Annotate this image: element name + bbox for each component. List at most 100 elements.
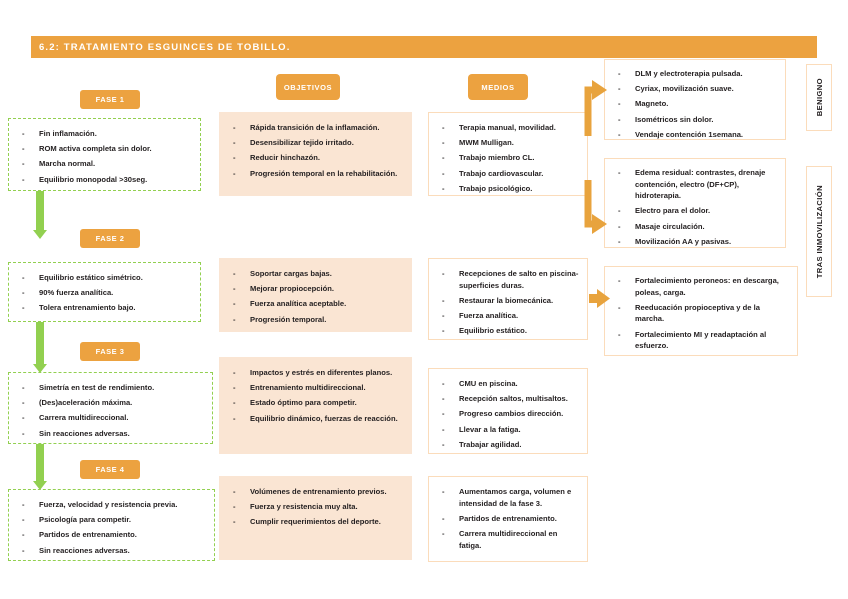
detalle-list-tras-inmovilizacion: -Edema residual: contrastes, drenaje con… bbox=[605, 167, 779, 247]
list-item-text: Equilibrio dinámico, fuerzas de reacción… bbox=[250, 413, 398, 423]
list-item-text: Simetría en test de rendimiento. bbox=[39, 383, 155, 392]
phase-pill-3[interactable]: FASE 3 bbox=[80, 342, 140, 361]
bullet-dash: - bbox=[233, 168, 236, 178]
bullet-dash: - bbox=[442, 153, 445, 163]
bullet-dash: - bbox=[22, 383, 25, 392]
list-item-text: Partidos de entrenamiento. bbox=[459, 513, 557, 523]
list-item: -Magneto. bbox=[605, 98, 779, 110]
bullet-dash: - bbox=[618, 236, 621, 246]
list-item-text: Progresión temporal en la rehabilitación… bbox=[250, 168, 398, 178]
detalle-box-benigno: - DLM y electroterapia pulsada. - Cyriax, … bbox=[604, 59, 786, 140]
bullet-dash: - bbox=[618, 302, 621, 312]
list-item: -Psicología para competir. bbox=[9, 514, 206, 526]
detalle-list-benigno: - DLM y electroterapia pulsada. - Cyriax, … bbox=[605, 68, 779, 140]
bullet-dash: - bbox=[233, 284, 236, 294]
list-item: -Desensibilizar tejido irritado. bbox=[220, 137, 403, 149]
list-item: -Partidos de entrenamiento. bbox=[9, 529, 206, 541]
column-header-medios-label: MEDIOS bbox=[481, 82, 515, 92]
bullet-dash: - bbox=[442, 183, 445, 193]
list-item: -Trabajar agilidad. bbox=[429, 439, 581, 451]
list-item-text: Cyriax, movilización suave. bbox=[635, 84, 734, 94]
list-item: - Cumplir requerimientos del deporte. bbox=[220, 516, 403, 528]
bullet-dash: - bbox=[618, 129, 621, 139]
bullet-dash: - bbox=[618, 276, 621, 285]
list-item: -Rápida transición de la inflamación. bbox=[220, 122, 403, 134]
list-item: -Fuerza analítica. bbox=[429, 310, 581, 322]
list-item-text: Reducir hinchazón. bbox=[250, 153, 321, 163]
list-item-text: Marcha normal. bbox=[39, 159, 96, 169]
list-item-text: DLM y electroterapia pulsada. bbox=[635, 69, 743, 78]
list-item-text: Fuerza analítica aceptable. bbox=[250, 299, 347, 309]
list-item-text: Desensibilizar tejido irritado. bbox=[250, 138, 354, 148]
list-item: -Equilibrio monopodal >30seg. bbox=[9, 174, 192, 186]
list-item-text: Trabajo miembro CL. bbox=[459, 153, 535, 163]
column-header-objetivos-label: OBJETIVOS bbox=[283, 82, 333, 92]
bullet-dash: - bbox=[233, 398, 236, 408]
list-item: -Mejorar propiocepción. bbox=[220, 283, 403, 295]
list-item-text: Fuerza y resistencia muy alta. bbox=[250, 502, 358, 512]
list-item: -(Des)aceleración máxima. bbox=[9, 397, 204, 409]
criteria-list-fase-4: -Fuerza, velocidad y resistencia previa.… bbox=[9, 499, 206, 556]
bullet-dash: - bbox=[233, 269, 236, 278]
flow-arrow-down-1 bbox=[33, 191, 47, 239]
list-item: -Soportar cargas bajas. bbox=[220, 268, 403, 280]
phase-pill-2[interactable]: FASE 2 bbox=[80, 229, 140, 248]
flow-arrow-down-2 bbox=[33, 322, 47, 373]
list-item: -Terapia manual, movilidad. bbox=[429, 122, 581, 134]
bullet-dash: - bbox=[233, 517, 236, 527]
bullet-dash: - bbox=[233, 153, 236, 163]
list-item-text: Restaurar la biomecánica. bbox=[459, 295, 554, 305]
bullet-dash: - bbox=[233, 502, 236, 512]
list-item: -CMU en piscina. bbox=[429, 378, 581, 390]
list-item-text: Movilización AA y pasivas. bbox=[635, 236, 732, 246]
column-header-objetivos[interactable]: OBJETIVOS bbox=[276, 74, 340, 100]
list-item-text: Fortalecimiento MI y readaptación al esf… bbox=[635, 329, 767, 351]
list-item: -Tolera entrenamiento bajo. bbox=[9, 302, 192, 314]
list-item-text: Entrenamiento multidireccional. bbox=[250, 383, 366, 393]
list-item-text: Sin reacciones adversas. bbox=[39, 428, 130, 438]
list-item-text: Fuerza, velocidad y resistencia previa. bbox=[39, 500, 178, 509]
criteria-list-fase-3: - Simetría en test de rendimiento. -(Des)… bbox=[9, 382, 204, 439]
list-item: -Electro para el dolor. bbox=[605, 205, 779, 217]
list-item: -Aumentamos carga, volumen e intensidad … bbox=[429, 486, 581, 509]
list-item: -Carrera multidireccional en fatiga. bbox=[429, 528, 581, 551]
list-item: -Edema residual: contrastes, drenaje con… bbox=[605, 167, 779, 202]
bullet-dash: - bbox=[618, 329, 621, 339]
bullet-dash: - bbox=[442, 168, 445, 178]
bullet-dash: - bbox=[618, 69, 621, 78]
list-item-text: Isométricos sin dolor. bbox=[635, 114, 714, 124]
objetivos-box-fase-3: -Impactos y estrés en diferentes planos.… bbox=[219, 357, 412, 454]
list-item-text: Terapia manual, movilidad. bbox=[459, 123, 556, 132]
bullet-dash: - bbox=[22, 129, 25, 138]
list-item-text: Sin reacciones adversas. bbox=[39, 545, 130, 555]
criteria-box-fase-1: -Fin inflamación. -ROM activa completa s… bbox=[8, 118, 201, 191]
phase-pill-4[interactable]: FASE 4 bbox=[80, 460, 140, 479]
list-item-text: Trabajo psicológico. bbox=[459, 183, 533, 193]
phase-pill-2-label: FASE 2 bbox=[95, 234, 125, 243]
phase-pill-4-label: FASE 4 bbox=[95, 465, 125, 474]
bullet-dash: - bbox=[442, 269, 445, 278]
list-item: -Progresión temporal. bbox=[220, 314, 403, 326]
phase-pill-1[interactable]: FASE 1 bbox=[80, 90, 140, 109]
column-header-medios[interactable]: MEDIOS bbox=[468, 74, 528, 100]
detalle-box-tras-inmovilizacion: -Edema residual: contrastes, drenaje con… bbox=[604, 158, 786, 248]
list-item-text: Cumplir requerimientos del deporte. bbox=[250, 517, 381, 527]
list-item: -Recepciones de salto en piscina-superfi… bbox=[429, 268, 581, 291]
objetivos-list-fase-3: -Impactos y estrés en diferentes planos.… bbox=[220, 367, 403, 424]
list-item-text: Estado óptimo para competir. bbox=[250, 398, 357, 408]
list-item: - Partidos de entrenamiento. bbox=[429, 513, 581, 525]
objetivos-list-fase-1: -Rápida transición de la inflamación. -D… bbox=[220, 122, 403, 179]
bullet-dash: - bbox=[442, 394, 445, 404]
bullet-dash: - bbox=[442, 138, 445, 148]
list-item: - Estado óptimo para competir. bbox=[220, 397, 403, 409]
list-item: -Carrera multidireccional. bbox=[9, 412, 204, 424]
objetivos-box-fase-2: -Soportar cargas bajas. -Mejorar propioc… bbox=[219, 258, 412, 332]
objetivos-list-fase-2: -Soportar cargas bajas. -Mejorar propioc… bbox=[220, 268, 403, 325]
detalle-list-fase-2: -Fortalecimiento peroneos: en descarga, … bbox=[605, 275, 791, 352]
list-item: - Simetría en test de rendimiento. bbox=[9, 382, 204, 394]
bullet-dash: - bbox=[22, 398, 25, 408]
bullet-dash: - bbox=[22, 273, 25, 282]
list-item-text: Trabajo cardiovascular. bbox=[459, 168, 544, 178]
list-item-text: Electro para el dolor. bbox=[635, 206, 711, 216]
bullet-dash: - bbox=[442, 513, 445, 523]
